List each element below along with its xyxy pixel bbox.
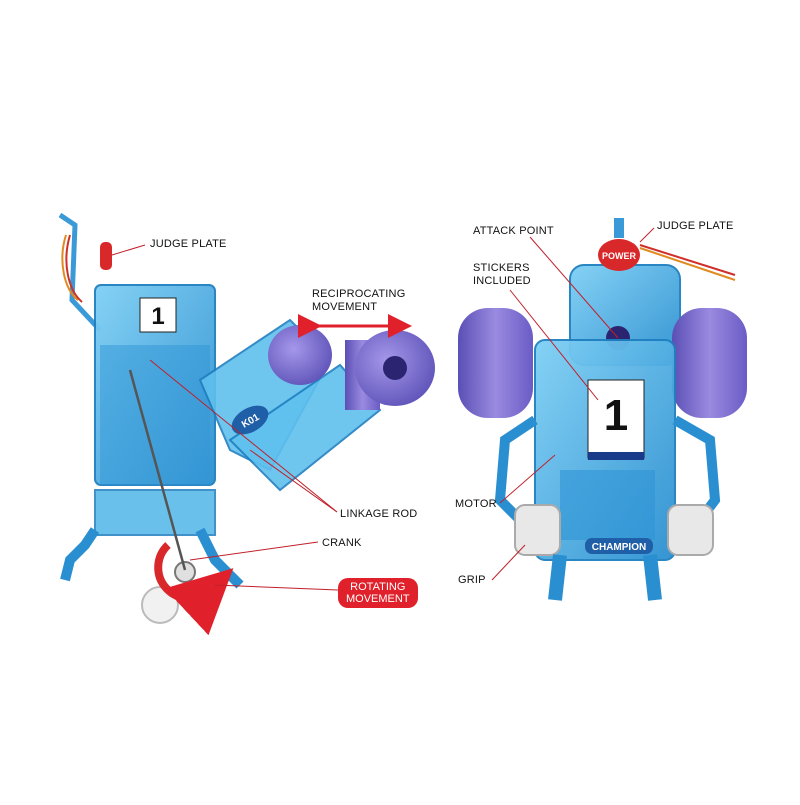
linkage-rod-line [128,369,187,571]
left-robot [58,212,435,636]
leader-linkage-1 [149,359,338,513]
checker-strip [588,452,644,460]
gearbox [560,470,655,540]
disc-hub [383,356,407,380]
leader-lines-left [111,244,339,591]
left-grip [514,504,561,556]
wire [65,234,83,303]
label-judge-plate-right: JUDGE PLATE [657,220,734,232]
power-text: POWER [602,251,637,261]
label-attack-point: ATTACK POINT [473,225,554,237]
disc-left [268,325,332,385]
label-crank: CRANK [322,537,362,549]
right-number-text: 1 [604,391,628,440]
leader-judge-plate-right [639,227,655,243]
champion-badge-bg [585,538,653,554]
leader-lines-right [491,227,655,581]
right-grip [667,504,714,556]
label-stickers: STICKERS INCLUDED [473,262,531,287]
champion-text: CHAMPION [592,542,646,553]
leader-stickers [509,289,599,401]
leader-rotating [214,584,339,591]
leader-motor [499,454,556,504]
label-linkage-rod: LINKAGE ROD [340,508,418,520]
right-drum [672,308,747,418]
leader-crank [189,541,319,561]
left-number-text: 1 [151,303,164,330]
judge-plate [100,242,112,270]
left-drum [458,308,533,418]
right-foot [643,554,662,601]
left-leg [60,527,100,582]
number-sticker [139,297,177,333]
plate-post [614,218,624,238]
leader-grip [491,544,526,581]
power-plate [598,239,640,271]
wire [639,247,736,281]
label-reciprocating: RECIPROCATING MOVEMENT [312,288,406,313]
leader-linkage-2 [249,449,338,513]
left-foot [548,554,567,601]
leader-attack-point [529,236,619,339]
label-motor: MOTOR [455,498,497,510]
rotating-arrow [154,542,234,636]
leader-judge-plate [111,244,146,256]
arm-badge-bg [231,405,269,435]
judge-plate-post [58,212,102,332]
wire [61,234,79,301]
label-rotating: ROTATING MOVEMENT [338,578,418,608]
label-judge-plate-left: JUDGE PLATE [150,238,227,250]
lower-body [94,489,216,536]
wire [639,244,736,276]
right-robot [458,218,747,601]
left-arm [494,415,538,524]
crank-pivot [174,561,196,583]
label-grip: GRIP [458,574,486,586]
